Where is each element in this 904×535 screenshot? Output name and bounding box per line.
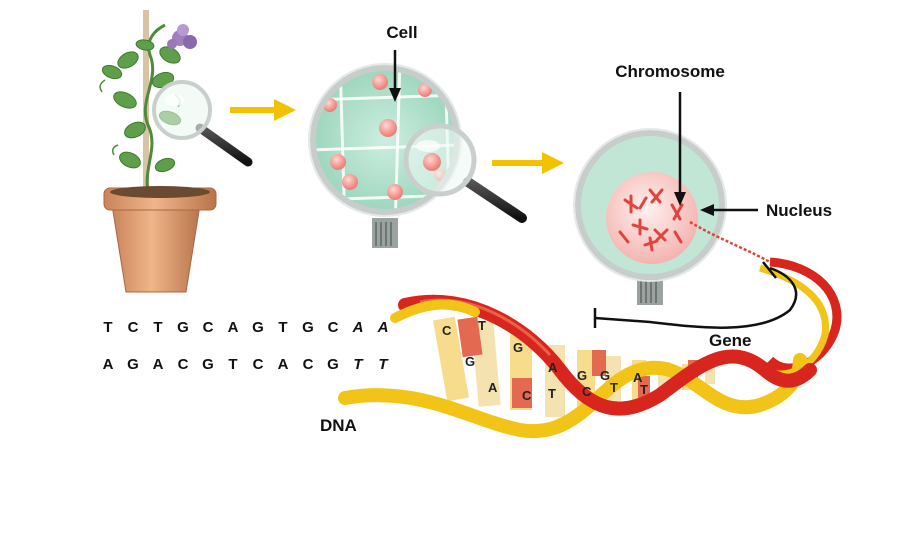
- seqTop-base-10: A: [352, 319, 364, 336]
- seqTop-base-11: A: [377, 319, 389, 336]
- seqTop-base-3: G: [177, 319, 189, 336]
- helix-base-1: G: [465, 354, 475, 369]
- flower-pot: [103, 186, 217, 293]
- plant-stem: [143, 23, 166, 201]
- chromosomes: [618, 188, 684, 252]
- arrow-plant-to-cell: [230, 99, 296, 121]
- helix-base-5: C: [522, 388, 532, 403]
- pointer-chromosome: [674, 92, 686, 206]
- helix-base-10: G: [600, 368, 610, 383]
- seqBottom-base-0: A: [103, 356, 114, 373]
- seqTop-base-2: T: [153, 319, 162, 336]
- helix-base-7: T: [548, 386, 556, 401]
- magnifier-plant: [152, 80, 253, 167]
- seqTop-base-4: C: [203, 319, 214, 336]
- helix-base-3: A: [488, 380, 498, 395]
- seqBottom-base-10: T: [353, 356, 364, 373]
- seqTop-base-7: T: [278, 319, 287, 336]
- plant-illustration: [99, 10, 217, 293]
- helix-base-2: T: [478, 318, 486, 333]
- label-chromosome: Chromosome: [615, 62, 725, 81]
- label-cell: Cell: [386, 23, 417, 42]
- seqBottom-base-11: T: [378, 356, 389, 373]
- seqTop-base-0: T: [103, 319, 112, 336]
- nucleus-view: [573, 128, 727, 305]
- seqTop-base-8: G: [302, 319, 314, 336]
- gene-bracket: [593, 261, 798, 329]
- label-gene: Gene: [709, 331, 752, 350]
- seqBottom-base-4: G: [202, 356, 214, 373]
- helix-base-4: G: [513, 340, 523, 355]
- pointer-cell: [389, 50, 401, 102]
- helix-base-6: A: [548, 360, 558, 375]
- seqBottom-base-9: G: [327, 356, 339, 373]
- helix-base-12: A: [633, 370, 643, 385]
- arrow-cell-to-nucleus: [492, 152, 564, 174]
- seqTop-base-5: A: [228, 319, 239, 336]
- plant-leaves: [101, 39, 182, 173]
- helix-base-8: G: [577, 368, 587, 383]
- pointer-nucleus: [700, 204, 758, 216]
- helix-base-13: T: [640, 382, 648, 397]
- seqBottom-base-2: A: [153, 356, 164, 373]
- helix-strand-yellow: [338, 353, 807, 439]
- helix-base-0: C: [442, 323, 452, 338]
- chromosome-strand: [689, 220, 776, 267]
- label-nucleus: Nucleus: [766, 201, 832, 220]
- magnifier-cell: [403, 123, 527, 223]
- flower-icon: [167, 24, 197, 49]
- label-dna: DNA: [320, 416, 357, 435]
- seqBottom-base-3: C: [178, 356, 189, 373]
- seqBottom-base-1: G: [127, 356, 139, 373]
- seqBottom-base-5: T: [228, 356, 237, 373]
- helix-strand-red: [398, 294, 817, 416]
- seqBottom-base-6: C: [253, 356, 264, 373]
- helix-base-9: C: [582, 384, 592, 399]
- seqBottom-base-7: A: [278, 356, 289, 373]
- seqBottom-base-8: C: [303, 356, 314, 373]
- seqTop-base-9: C: [328, 319, 339, 336]
- seqTop-base-6: G: [252, 319, 264, 336]
- helix-base-11: T: [610, 380, 618, 395]
- seqTop-base-1: C: [128, 319, 139, 336]
